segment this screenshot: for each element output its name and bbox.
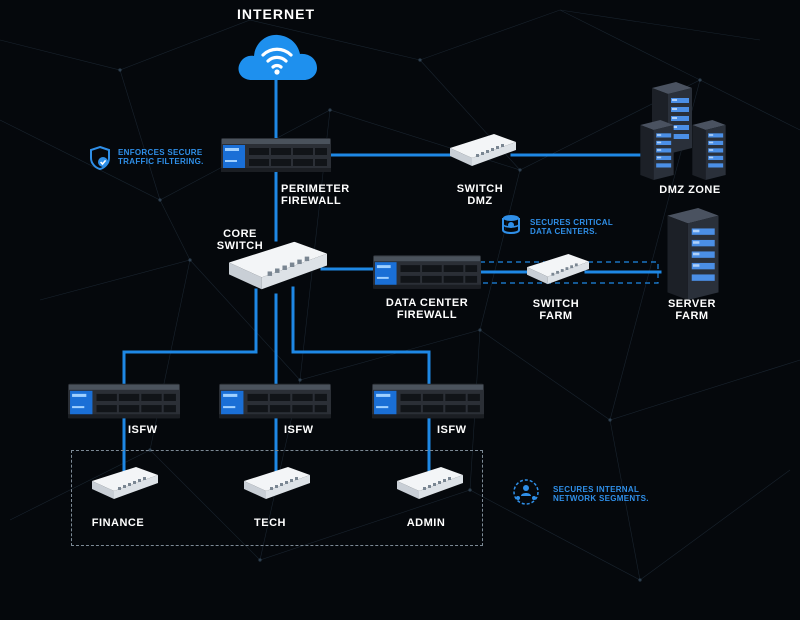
server-rack-icon xyxy=(692,120,726,180)
filtering-note: ENFORCES SECURE TRAFFIC FILTERING. xyxy=(118,148,204,166)
data-center-firewall-device xyxy=(373,255,481,289)
link-core-isfw-1 xyxy=(122,288,258,386)
network-users-icon xyxy=(513,479,539,505)
switch-farm-label: SWITCH FARM xyxy=(532,298,580,322)
internet-label: INTERNET xyxy=(237,6,315,22)
switch-farm-device xyxy=(527,254,589,286)
core-switch-device xyxy=(229,238,327,296)
database-shield-icon xyxy=(502,215,520,235)
tech-label: TECH xyxy=(254,517,286,529)
admin-switch-device xyxy=(397,467,463,501)
finance-label: FINANCE xyxy=(91,517,145,529)
isfw-label-3: ISFW xyxy=(437,424,467,436)
tech-switch-device xyxy=(244,467,310,501)
server-rack-icon xyxy=(640,120,674,180)
isfw-device-3 xyxy=(372,383,484,419)
isfw-device-1 xyxy=(68,383,180,419)
dmz-zone-label: DMZ ZONE xyxy=(659,184,721,196)
switch-dmz-device xyxy=(450,134,516,168)
server-farm-rack xyxy=(658,208,728,300)
isfw-label-1: ISFW xyxy=(128,424,158,436)
admin-label: ADMIN xyxy=(406,517,446,529)
data-centers-note: SECURES CRITICAL DATA CENTERS. xyxy=(530,218,614,236)
internal-segments-zone xyxy=(71,450,483,546)
isfw-device-2 xyxy=(219,383,331,419)
switch-dmz-label: SWITCH DMZ xyxy=(456,183,504,207)
shield-check-icon xyxy=(90,145,110,171)
perimeter-firewall-device xyxy=(221,137,331,173)
cloud-wifi-icon xyxy=(238,34,317,80)
perimeter-firewall-label: PERIMETER FIREWALL xyxy=(281,183,350,207)
finance-switch-device xyxy=(92,467,158,501)
core-switch-label: CORE SWITCH xyxy=(216,228,264,252)
internal-segments-note: SECURES INTERNAL NETWORK SEGMENTS. xyxy=(553,485,649,503)
isfw-label-2: ISFW xyxy=(284,424,314,436)
link-core-isfw-3 xyxy=(291,286,431,386)
dmz-zone-servers xyxy=(640,82,736,178)
server-farm-label: SERVER FARM xyxy=(667,298,717,322)
data-center-firewall-label: DATA CENTER FIREWALL xyxy=(385,297,469,321)
